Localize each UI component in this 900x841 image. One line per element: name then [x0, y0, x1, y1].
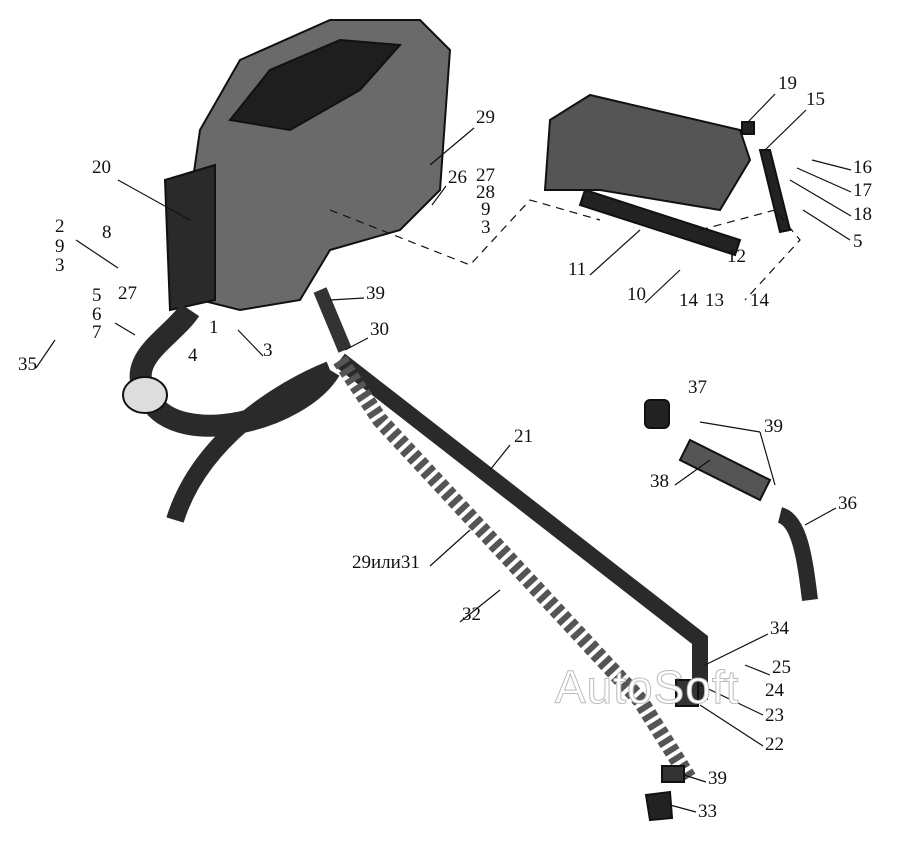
callout-label: 39 — [764, 416, 783, 437]
hose-21 — [335, 353, 708, 700]
callout-label: 8 — [102, 222, 112, 243]
callout-label: 1 — [209, 317, 219, 338]
callout-label: 9 — [55, 236, 65, 257]
callout-label: 29или31 — [352, 552, 420, 573]
callout-label: 36 — [838, 493, 857, 514]
callout-label: 27 — [118, 283, 137, 304]
hose-32 — [333, 355, 697, 785]
callout-label: 22 — [765, 734, 784, 755]
fitting-33 — [644, 790, 674, 822]
callout-label: 19 — [778, 73, 797, 94]
callout-label: 37 — [688, 377, 707, 398]
cover-bracket — [578, 188, 742, 257]
heater-hose-left — [129, 303, 340, 437]
callout-label: 5 — [853, 231, 863, 252]
callout-label: 16 — [853, 157, 872, 178]
callout-label: 3 — [481, 217, 491, 238]
callout-label: 13 — [705, 290, 724, 311]
callout-label: 14 — [750, 290, 769, 311]
callout-label: 39 — [708, 768, 727, 789]
watermark: AutoSoft — [554, 661, 740, 714]
callout-label: 32 — [462, 604, 481, 625]
hose-36 — [776, 507, 818, 601]
heater-cover — [543, 93, 752, 212]
callout-label: 27 — [476, 165, 495, 186]
heater-hose-bottom — [166, 361, 334, 523]
callout-label: 11 — [568, 259, 587, 280]
callout-label: 35 — [18, 354, 37, 375]
part-37 — [644, 399, 670, 429]
callout-label: 4 — [188, 345, 198, 366]
heater-fan-box — [163, 163, 216, 312]
callout-label: 14 — [679, 290, 698, 311]
lever-15 — [758, 149, 792, 234]
callout-label: 10 — [627, 284, 646, 305]
callout-label: 30 — [370, 319, 389, 340]
callout-label: 7 — [92, 322, 102, 343]
callout-label: 21 — [514, 426, 533, 447]
clamp-39-bottom — [661, 765, 685, 783]
callout-label: 20 — [92, 157, 111, 178]
valve-38 — [678, 438, 772, 502]
callout-label: 26 — [448, 167, 467, 188]
callout-label: 3 — [263, 340, 273, 361]
callout-label: 33 — [698, 801, 717, 822]
callout-label: 24 — [765, 680, 784, 701]
callout-label: 3 — [55, 255, 65, 276]
part-19 — [741, 121, 755, 135]
callout-label: 6 — [92, 304, 102, 325]
leader-lines — [35, 93, 852, 813]
callout-label: 9 — [481, 199, 491, 220]
callout-label: 39 — [366, 283, 385, 304]
callout-label: 29 — [476, 107, 495, 128]
bracket-22 — [675, 679, 699, 707]
assembly-dashed-lines — [329, 199, 801, 301]
callout-label: 25 — [772, 657, 791, 678]
callout-label: 34 — [770, 618, 789, 639]
hose-end-cap — [122, 376, 168, 414]
heater-radiator-grille — [228, 38, 403, 132]
callout-label: 17 — [853, 180, 872, 201]
callout-label: 15 — [806, 89, 825, 110]
callout-label: 2 — [55, 216, 65, 237]
callout-label: 23 — [765, 705, 784, 726]
callout-label: 38 — [650, 471, 669, 492]
pipe-upper — [313, 287, 352, 353]
callout-label: 12 — [727, 246, 746, 267]
callout-label: 5 — [92, 285, 102, 306]
callout-label: 28 — [476, 182, 495, 203]
callout-label: 18 — [853, 204, 872, 225]
